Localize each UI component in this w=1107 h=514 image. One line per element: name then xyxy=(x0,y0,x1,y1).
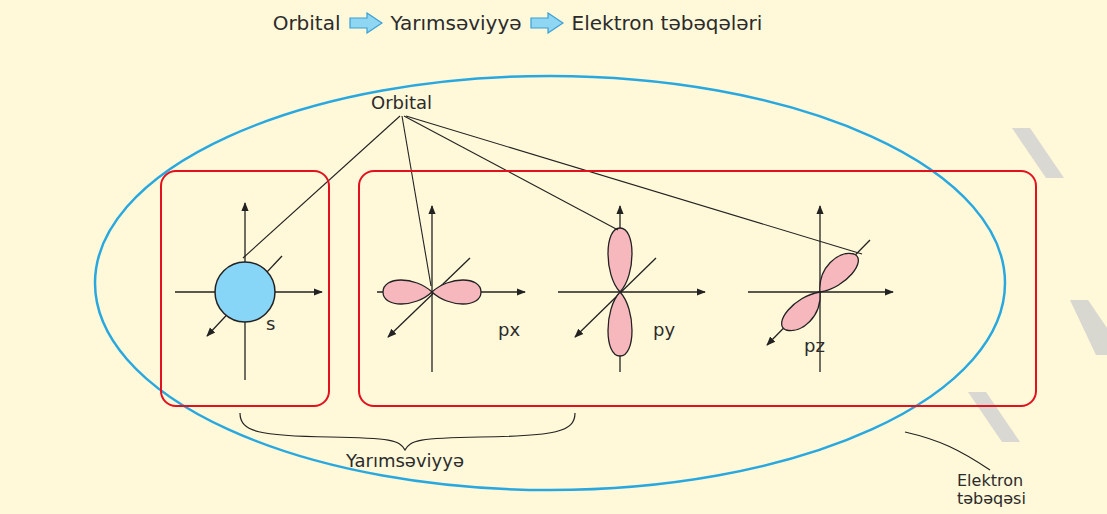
sublevel-callout: Yarımsəviyyə xyxy=(346,450,464,471)
title-slot: Yarımsəviyyə xyxy=(391,11,522,35)
orbital-name: px xyxy=(498,320,520,341)
py-orbital xyxy=(558,206,705,372)
orbital-name: pz xyxy=(804,336,825,357)
orbital-name: s xyxy=(266,314,275,335)
watermark-stripes xyxy=(968,128,1107,442)
s-orbital xyxy=(175,203,322,380)
title-slot: Elektron təbəqələri xyxy=(572,11,763,35)
px-orbital xyxy=(377,206,525,372)
title-word: Yarımsəviyyə xyxy=(391,11,522,35)
sublevel-box: s xyxy=(160,170,330,407)
shell-outline xyxy=(95,76,1005,490)
title-row: Orbital Yarımsəviyyə Elektron təbəqələri xyxy=(0,8,1035,38)
brace xyxy=(240,413,575,450)
orbital-name: py xyxy=(653,320,675,341)
title-word: Orbital xyxy=(273,11,341,35)
sublevel-box: px py pz xyxy=(358,170,1037,407)
electron-shell: Elektron təbəqəsispxpypz xyxy=(95,76,1005,490)
title-slot: Orbital xyxy=(273,11,341,35)
shell-leader xyxy=(905,432,990,470)
pz-orbital xyxy=(748,206,893,372)
block-arrow xyxy=(530,12,564,34)
shell-label: Elektron təbəqəsi xyxy=(957,472,1053,509)
leader-lines xyxy=(243,116,862,286)
title-word: Elektron təbəqələri xyxy=(572,11,763,35)
block-arrow xyxy=(349,12,383,34)
orbital-callout: Orbital xyxy=(371,92,432,113)
